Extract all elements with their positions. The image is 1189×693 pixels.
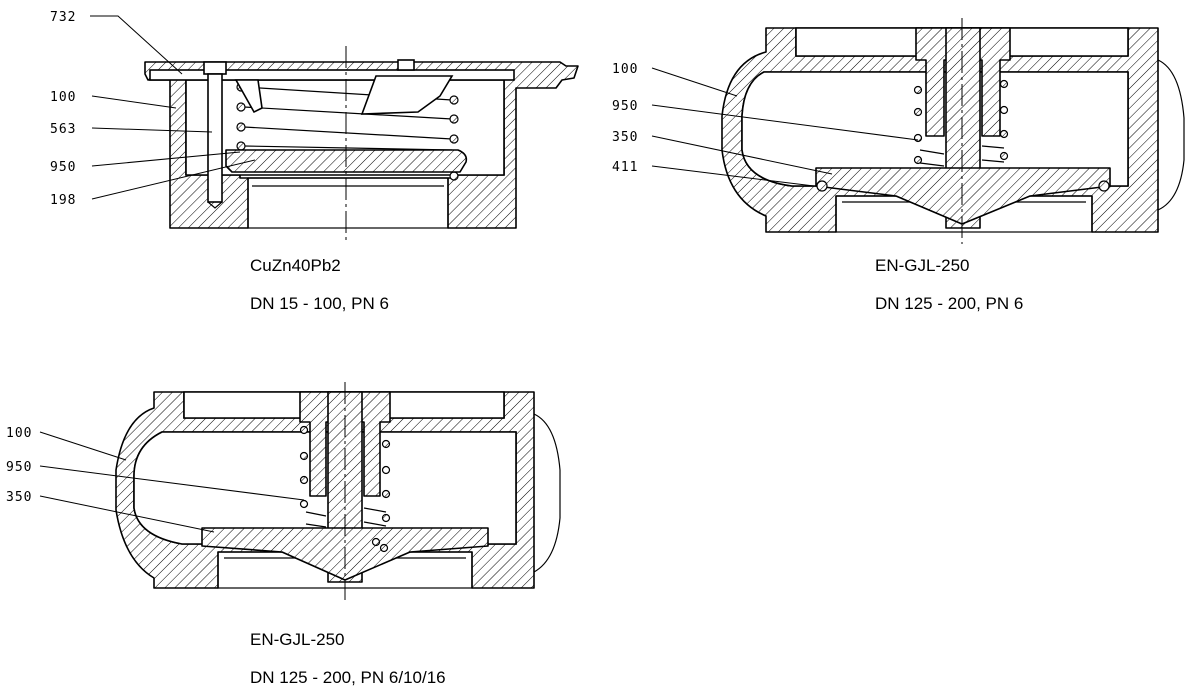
leader-732 bbox=[90, 15, 183, 75]
stem-guide bbox=[915, 27, 1011, 137]
leader-100 bbox=[39, 431, 127, 461]
part-label-411: 411 bbox=[612, 160, 638, 175]
seal-ring-left bbox=[816, 180, 828, 192]
flap-tab bbox=[360, 75, 454, 115]
part-label-950: 950 bbox=[612, 99, 638, 114]
part-label-100: 100 bbox=[50, 90, 76, 105]
cover-plate bbox=[149, 69, 515, 81]
leader-100 bbox=[651, 67, 738, 97]
screw-shank bbox=[207, 73, 223, 203]
figure-2-spec-caption: DN 125 - 200, PN 6 bbox=[875, 294, 1024, 313]
figure-3-spec-caption: DN 125 - 200, PN 6/10/16 bbox=[250, 668, 446, 687]
leader-563 bbox=[91, 127, 213, 133]
leader-350 bbox=[651, 135, 833, 175]
leader-411 bbox=[651, 165, 815, 187]
figure-2-material-caption: EN-GJL-250 bbox=[875, 256, 970, 275]
leader-950 bbox=[39, 465, 305, 501]
leader-350 bbox=[39, 495, 215, 533]
figure-3-material-caption: EN-GJL-250 bbox=[250, 630, 345, 649]
figure-1-material-caption: CuZn40Pb2 bbox=[250, 256, 341, 275]
screw-head bbox=[203, 61, 227, 75]
check-valve-large-section-pn16: 100 950 350 bbox=[6, 382, 561, 600]
leader-950 bbox=[91, 151, 241, 167]
part-label-100: 100 bbox=[612, 62, 638, 77]
leader-950 bbox=[651, 104, 919, 141]
valve-disc bbox=[815, 167, 1111, 225]
part-label-350: 350 bbox=[612, 130, 638, 145]
stem-guide bbox=[299, 391, 391, 497]
valve-bore bbox=[247, 177, 449, 229]
spring-coils bbox=[913, 79, 1009, 167]
leader-198 bbox=[91, 159, 256, 200]
part-label-950: 950 bbox=[50, 160, 76, 175]
part-label-100: 100 bbox=[6, 426, 32, 441]
seal-ring-right bbox=[1098, 180, 1110, 192]
part-label-563: 563 bbox=[50, 122, 76, 137]
figure-1-spec-caption: DN 15 - 100, PN 6 bbox=[250, 294, 389, 313]
check-valve-large-section-pn6: 100 950 350 411 bbox=[612, 18, 1185, 244]
part-label-350: 350 bbox=[6, 490, 32, 505]
spring-coils bbox=[299, 425, 391, 553]
part-label-732: 732 bbox=[50, 10, 76, 25]
part-label-198: 198 bbox=[50, 193, 76, 208]
lever-arm bbox=[234, 79, 263, 114]
part-label-950: 950 bbox=[6, 460, 32, 475]
check-valve-small-section: 732 100 563 950 198 bbox=[50, 10, 579, 240]
leader-100 bbox=[91, 95, 177, 109]
